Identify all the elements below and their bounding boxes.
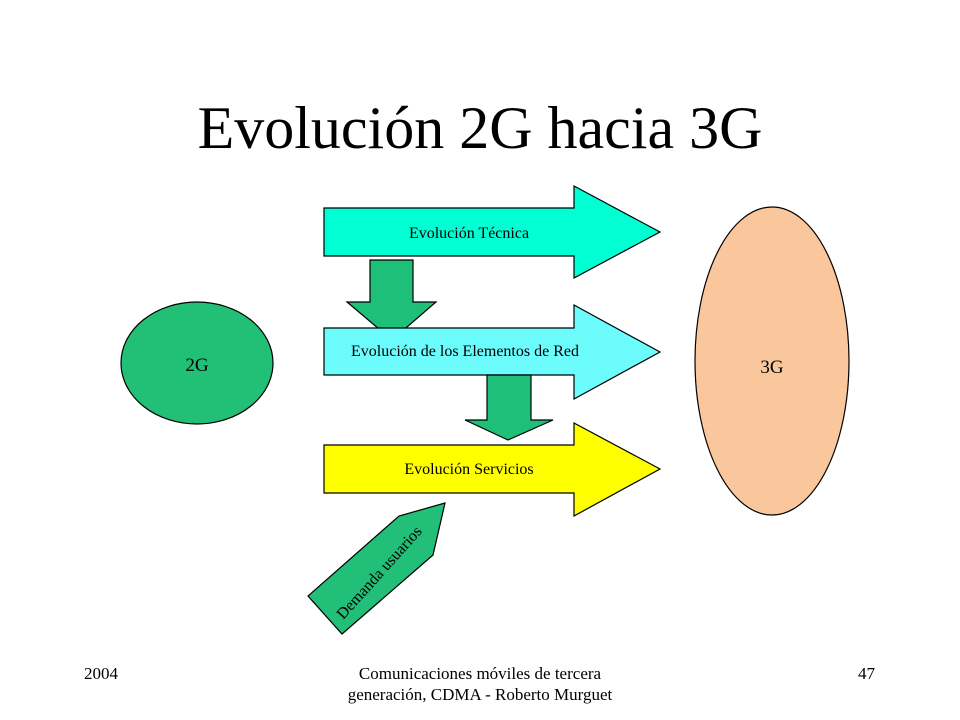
node-3g-label: 3G bbox=[760, 357, 784, 378]
node-2g-label: 2G bbox=[185, 355, 209, 376]
arrow-evolucion-tecnica-label: Evolución Técnica bbox=[409, 225, 529, 242]
arrow-evolucion-elementos-red bbox=[323, 303, 662, 401]
arrow-evolucion-elementos-red-label: Evolución de los Elementos de Red bbox=[351, 343, 579, 360]
slide-title: Evolución 2G hacia 3G bbox=[197, 95, 763, 161]
node-2g bbox=[120, 301, 274, 425]
arrow-evolucion-tecnica bbox=[323, 184, 662, 280]
down-arrow-2 bbox=[464, 374, 554, 441]
footer-page-number: 47 bbox=[858, 664, 875, 683]
footer-year: 2004 bbox=[84, 664, 118, 683]
down-arrow-1 bbox=[345, 259, 438, 341]
arrow-evolucion-servicios-label: Evolución Servicios bbox=[404, 461, 533, 478]
footer-course-title: Comunicaciones móviles de tercera genera… bbox=[347, 664, 613, 704]
arrow-demanda-usuarios bbox=[307, 502, 446, 635]
node-3g bbox=[694, 206, 850, 516]
arrow-evolucion-servicios bbox=[323, 421, 662, 518]
